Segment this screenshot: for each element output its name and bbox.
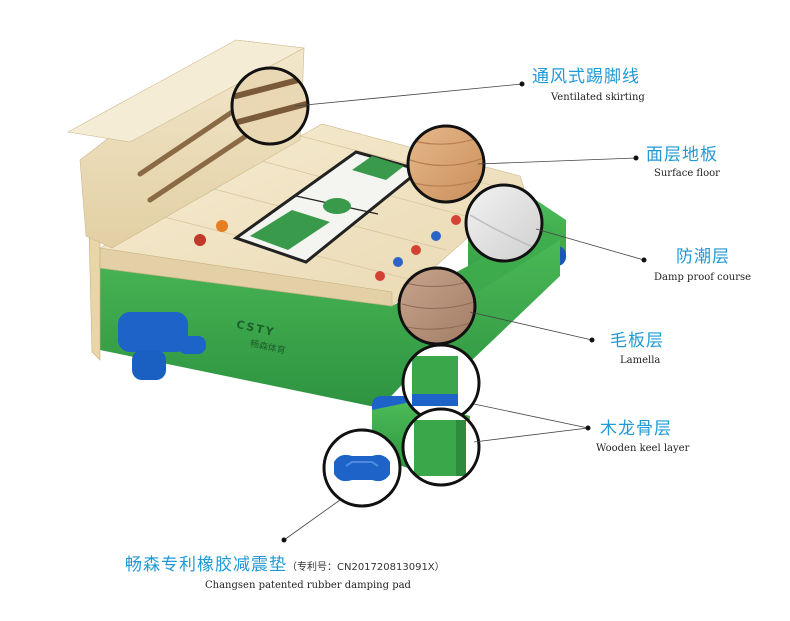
label-keel-en: Wooden keel layer	[596, 443, 690, 454]
label-skirting-cn: 通风式踢脚线	[532, 67, 640, 87]
label-lamella-en: Lamella	[620, 355, 661, 366]
label-pad-patent: （专利号：CN201720813091X）	[287, 562, 445, 573]
leader-damp	[535, 228, 645, 261]
leader-pad	[283, 499, 341, 541]
leader-surface	[477, 157, 637, 165]
rubber-pad-front-1	[118, 312, 188, 352]
label-keel-cn: 木龙骨层	[600, 419, 672, 439]
rubber-pad-front-2	[132, 350, 166, 380]
label-surface-en: Surface floor	[654, 168, 720, 179]
label-lamella-cn: 毛板层	[610, 331, 664, 351]
leader-keel-2	[473, 427, 589, 443]
cert-icons	[194, 215, 461, 281]
leader-keel-1	[473, 403, 589, 429]
skirting-top-edge	[67, 39, 305, 143]
label-pad-name: 畅森专利橡胶减震垫	[125, 555, 287, 575]
label-skirting-en: Ventilated skirting	[551, 92, 645, 103]
surface-floor-edge	[99, 247, 393, 307]
callout-damp	[464, 183, 544, 263]
leader-skirting	[294, 83, 523, 107]
label-pad-en: Changsen patented rubber damping pad	[205, 580, 411, 591]
court-print	[232, 150, 424, 264]
callout-lamella	[397, 266, 477, 346]
label-surface-cn: 面层地板	[646, 145, 718, 165]
label-damp-en: Damp proof course	[654, 272, 752, 283]
callout-skirting	[230, 66, 310, 146]
rubber-pad-front-3	[178, 336, 206, 354]
callout-keel-lower	[401, 407, 481, 487]
leader-lamella	[469, 311, 593, 341]
label-pad-cn: 畅森专利橡胶减震垫（专利号：CN201720813091X）	[125, 550, 445, 575]
callout-pad	[322, 428, 402, 508]
leader-lines	[283, 83, 645, 541]
leader-dots	[281, 81, 647, 543]
callout-surface	[406, 124, 486, 204]
label-damp-cn: 防潮层	[676, 247, 730, 267]
